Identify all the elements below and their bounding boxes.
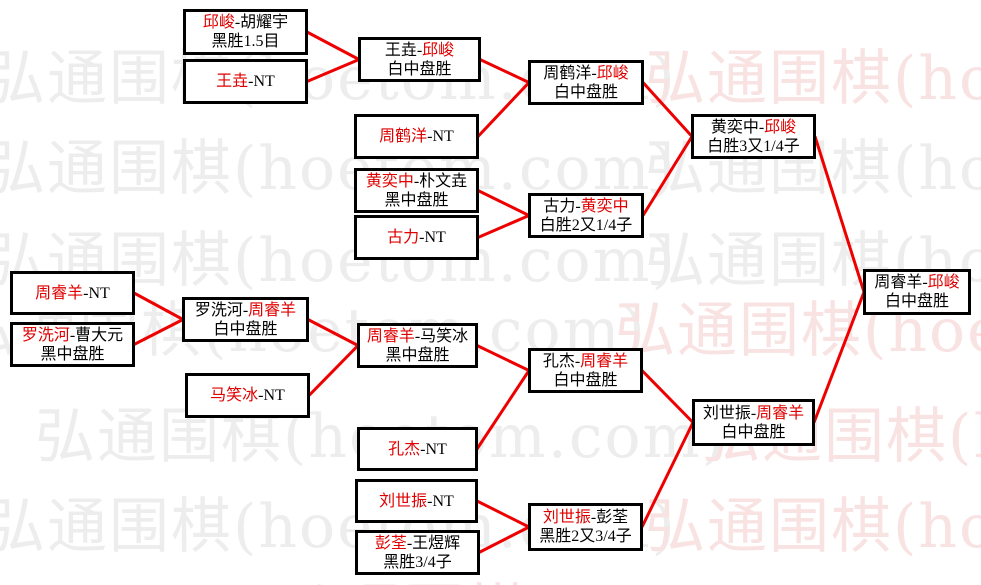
players-line: 黄奕中-邱峻 bbox=[711, 118, 796, 137]
players-line: 罗洗河-周睿羊 bbox=[195, 301, 296, 320]
match-box: 周睿羊-马笑冰 黑中盘胜 bbox=[357, 323, 478, 368]
player-winner: 邱峻 bbox=[202, 14, 235, 31]
match-box: 黄奕中-朴文垚 黑中盘胜 bbox=[354, 168, 479, 213]
player-post: -NT bbox=[248, 73, 275, 90]
player-post: -朴文垚 bbox=[413, 172, 468, 190]
player-pre: 古力- bbox=[543, 197, 581, 215]
match-box: 刘世振-周睿羊 白中盘胜 bbox=[692, 399, 815, 446]
player-post: -NT bbox=[420, 440, 447, 458]
player-winner: 邱峻 bbox=[422, 41, 455, 59]
player-winner: 邱峻 bbox=[764, 118, 797, 136]
result-line: 黑中盘胜 bbox=[40, 345, 105, 363]
player-post: -NT bbox=[258, 387, 285, 404]
player-post: -胡耀宇 bbox=[234, 14, 289, 31]
players-line: 刘世振-彭荃 bbox=[543, 508, 628, 527]
players-line: 周鹤洋-NT bbox=[379, 127, 454, 146]
match-box: 刘世振-NT bbox=[355, 479, 478, 523]
match-box: 邱峻-胡耀宇 黑胜1.5目 bbox=[183, 9, 308, 55]
match-box: 古力-黄奕中 白胜2又1/4子 bbox=[528, 193, 644, 238]
result-line: 白中盘胜 bbox=[553, 371, 618, 389]
player-post: -NT bbox=[427, 492, 454, 510]
player-post: -NT bbox=[419, 229, 446, 246]
player-winner: 周睿羊 bbox=[580, 352, 629, 370]
players-line: 周睿羊-NT bbox=[35, 284, 110, 303]
player-winner: 王垚 bbox=[216, 73, 249, 90]
match-box: 王垚-邱峻 白中盘胜 bbox=[358, 37, 481, 82]
players-line: 刘世振-周睿羊 bbox=[703, 404, 804, 423]
players-line: 王垚-NT bbox=[216, 72, 275, 91]
players-line: 彭荃-王煜辉 bbox=[375, 534, 460, 553]
player-winner: 刘世振 bbox=[379, 492, 428, 510]
player-winner: 周睿羊 bbox=[366, 327, 415, 345]
player-post: -彭荃 bbox=[590, 509, 629, 526]
players-line: 罗洗河-曹大元 bbox=[22, 326, 123, 345]
player-winner: 周睿羊 bbox=[756, 404, 805, 422]
player-pre: 罗洗河- bbox=[194, 301, 249, 319]
player-pre: 王垚- bbox=[384, 41, 423, 59]
players-line: 孔杰-NT bbox=[388, 440, 447, 459]
player-pre: 周睿羊- bbox=[874, 274, 928, 291]
players-line: 马笑冰-NT bbox=[210, 386, 285, 405]
match-box: 古力-NT bbox=[354, 215, 479, 260]
player-winner: 周鹤洋 bbox=[379, 128, 428, 145]
players-line: 孔杰-周睿羊 bbox=[543, 352, 628, 371]
result-line: 白胜2又1/4子 bbox=[539, 216, 633, 234]
match-box: 黄奕中-邱峻 白胜3又1/4子 bbox=[691, 114, 816, 159]
match-box: 马笑冰-NT bbox=[185, 373, 310, 418]
player-winner: 古力 bbox=[387, 229, 420, 246]
players-line: 周睿羊-邱峻 bbox=[874, 273, 959, 292]
player-post: -曹大元 bbox=[69, 326, 124, 344]
players-line: 王垚-邱峻 bbox=[385, 41, 454, 60]
player-winner: 邱峻 bbox=[596, 64, 629, 82]
players-line: 周睿羊-马笑冰 bbox=[367, 327, 468, 346]
match-box: 刘世振-彭荃 黑胜2又3/4子 bbox=[528, 503, 643, 551]
players-line: 周鹤洋-邱峻 bbox=[543, 64, 628, 83]
player-post: -王煜辉 bbox=[406, 534, 461, 552]
player-winner: 刘世振 bbox=[542, 509, 591, 526]
match-box: 周鹤洋-NT bbox=[354, 114, 479, 159]
result-line: 黑中盘胜 bbox=[385, 346, 450, 364]
player-winner: 黄奕中 bbox=[365, 172, 414, 190]
match-box: 孔杰-周睿羊 白中盘胜 bbox=[528, 348, 643, 393]
result-line: 白中盘胜 bbox=[213, 320, 278, 338]
match-box: 王垚-NT bbox=[183, 59, 308, 104]
player-winner: 罗洗河 bbox=[21, 326, 70, 344]
result-line: 黑中盘胜 bbox=[384, 191, 449, 209]
player-post: -马笑冰 bbox=[414, 327, 469, 345]
player-winner: 马笑冰 bbox=[210, 387, 259, 404]
player-post: -NT bbox=[83, 284, 110, 302]
player-winner: 孔杰 bbox=[388, 440, 421, 458]
result-line: 白中盘胜 bbox=[721, 423, 786, 441]
result-line: 黑胜1.5目 bbox=[211, 33, 280, 50]
result-line: 白胜3又1/4子 bbox=[707, 137, 800, 155]
players-line: 古力-黄奕中 bbox=[543, 197, 628, 216]
match-box: 罗洗河-曹大元 黑中盘胜 bbox=[10, 322, 135, 367]
players-line: 刘世振-NT bbox=[379, 492, 454, 511]
result-line: 白中盘胜 bbox=[553, 83, 618, 101]
match-box: 罗洗河-周睿羊 白中盘胜 bbox=[182, 297, 309, 342]
result-line: 白中盘胜 bbox=[884, 293, 949, 310]
player-winner: 邱峻 bbox=[927, 274, 960, 291]
player-winner: 彭荃 bbox=[374, 534, 407, 552]
player-winner: 黄奕中 bbox=[580, 197, 629, 215]
match-box: 周鹤洋-邱峻 白中盘胜 bbox=[528, 60, 644, 105]
result-line: 白中盘胜 bbox=[387, 60, 452, 78]
match-box-final: 周睿羊-邱峻 白中盘胜 bbox=[863, 269, 971, 315]
result-line: 黑胜2又3/4子 bbox=[539, 528, 632, 545]
player-winner: 周睿羊 bbox=[248, 301, 297, 319]
player-pre: 黄奕中- bbox=[710, 118, 765, 136]
result-line: 黑胜3/4子 bbox=[383, 553, 452, 571]
player-pre: 刘世振- bbox=[702, 404, 757, 422]
player-pre: 孔杰- bbox=[542, 352, 581, 370]
player-post: -NT bbox=[427, 128, 454, 145]
player-pre: 周鹤洋- bbox=[543, 64, 597, 82]
players-line: 邱峻-胡耀宇 bbox=[203, 13, 288, 32]
match-box: 周睿羊-NT bbox=[10, 271, 135, 315]
match-box: 孔杰-NT bbox=[357, 427, 478, 471]
players-line: 黄奕中-朴文垚 bbox=[366, 172, 467, 191]
player-winner: 周睿羊 bbox=[35, 284, 84, 302]
players-line: 古力-NT bbox=[387, 228, 446, 247]
match-box: 彭荃-王煜辉 黑胜3/4子 bbox=[355, 530, 480, 575]
